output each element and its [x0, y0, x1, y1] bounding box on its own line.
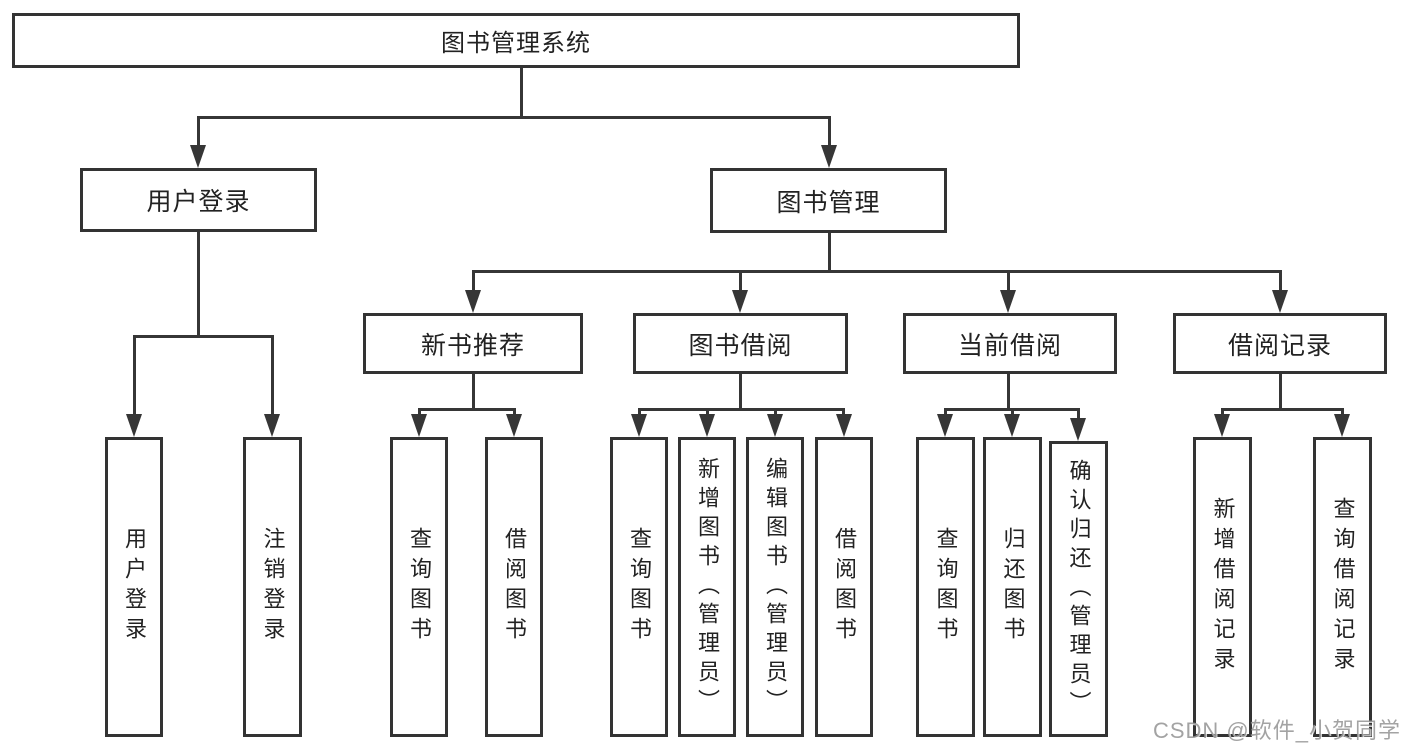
- node-label: 借阅记录: [1227, 331, 1332, 360]
- connector-drop-leaf: [774, 408, 777, 416]
- node-leaf-logout: 注销登录: [243, 437, 302, 737]
- node-user-login: 用户登录: [80, 168, 317, 232]
- connector-drop-leaf: [418, 408, 421, 416]
- connector-drop-leaf: [1341, 408, 1344, 416]
- node-label: 注销登录: [260, 527, 286, 647]
- arrowhead-icon: [699, 414, 715, 437]
- connector-drop-borrow-record: [1279, 270, 1282, 292]
- arrowhead-icon: [767, 414, 783, 437]
- connector-drop-user-login: [197, 116, 200, 147]
- node-leaf-bb-add-book-admin: 新增图书（管理员）: [678, 437, 736, 737]
- connector-new-rec-hline: [418, 408, 516, 411]
- node-leaf-cb-return-book: 归还图书: [983, 437, 1042, 737]
- node-leaf-cb-query-book: 查询图书: [916, 437, 975, 737]
- node-label: 新增图书（管理员）: [695, 456, 720, 718]
- node-label: 新增借阅记录: [1210, 497, 1236, 677]
- connector-user-login-stem: [197, 232, 200, 337]
- node-label: 图书管理: [776, 188, 881, 217]
- connector-drop-new-rec: [472, 270, 475, 292]
- node-leaf-cb-confirm-return-admin: 确认归还（管理员）: [1049, 441, 1108, 737]
- node-leaf-user-login: 用户登录: [105, 437, 163, 737]
- connector-root-hline: [197, 116, 831, 119]
- node-label: 用户登录: [122, 527, 147, 647]
- node-label: 确认归还（管理员）: [1066, 458, 1092, 720]
- node-label: 归还图书: [1000, 527, 1026, 647]
- arrowhead-icon: [126, 414, 142, 437]
- arrowhead-icon: [631, 414, 647, 437]
- node-label: 编辑图书（管理员）: [763, 456, 788, 718]
- connector-book-borrow-stem: [739, 374, 742, 410]
- connector-drop-current-borrow: [1007, 270, 1010, 292]
- node-leaf-br-add-record: 新增借阅记录: [1193, 437, 1252, 737]
- node-label: 用户登录: [146, 188, 251, 216]
- connector-drop-book-borrow: [739, 270, 742, 292]
- connector-new-rec-stem: [472, 374, 475, 410]
- connector-drop-leaf: [944, 408, 947, 416]
- node-leaf-nr-query-book: 查询图书: [390, 437, 448, 737]
- node-current-borrow: 当前借阅: [903, 313, 1117, 374]
- node-new-book-rec: 新书推荐: [363, 313, 583, 374]
- arrowhead-icon: [1272, 290, 1288, 313]
- arrowhead-icon: [264, 414, 280, 437]
- arrowhead-icon: [821, 145, 837, 168]
- arrowhead-icon: [465, 290, 481, 313]
- node-book-borrow: 图书借阅: [633, 313, 848, 374]
- node-label: 借阅图书: [832, 527, 857, 647]
- connector-drop-leaf: [133, 335, 136, 415]
- node-label: 查询图书: [627, 527, 652, 647]
- node-label: 查询借阅记录: [1330, 497, 1356, 677]
- node-label: 当前借阅: [957, 331, 1062, 360]
- node-leaf-br-query-record: 查询借阅记录: [1313, 437, 1372, 737]
- connector-book-mgmt-stem: [828, 233, 831, 272]
- node-borrow-record: 借阅记录: [1173, 313, 1387, 374]
- node-leaf-bb-query-book: 查询图书: [610, 437, 668, 737]
- arrowhead-icon: [836, 414, 852, 437]
- connector-drop-leaf: [1077, 408, 1080, 420]
- node-leaf-bb-borrow-book: 借阅图书: [815, 437, 873, 737]
- connector-drop-leaf: [1221, 408, 1224, 416]
- node-root-label: 图书管理系统: [441, 30, 591, 57]
- arrowhead-icon: [732, 290, 748, 313]
- node-label: 图书借阅: [688, 331, 793, 360]
- connector-drop-book-mgmt: [828, 116, 831, 147]
- arrowhead-icon: [937, 414, 953, 437]
- connector-drop-leaf: [513, 408, 516, 416]
- node-leaf-nr-borrow-book: 借阅图书: [485, 437, 543, 737]
- arrowhead-icon: [1070, 418, 1086, 441]
- node-label: 新书推荐: [420, 331, 525, 360]
- arrowhead-icon: [1334, 414, 1350, 437]
- connector-borrow-record-stem: [1279, 374, 1282, 410]
- arrowhead-icon: [1000, 290, 1016, 313]
- arrowhead-icon: [506, 414, 522, 437]
- connector-drop-leaf: [638, 408, 641, 416]
- node-book-mgmt: 图书管理: [710, 168, 947, 233]
- connector-drop-leaf: [706, 408, 709, 416]
- connector-root-stem: [520, 68, 523, 119]
- node-root: 图书管理系统: [12, 13, 1020, 68]
- arrowhead-icon: [190, 145, 206, 168]
- connector-drop-leaf: [1011, 408, 1014, 416]
- connector-book-mgmt-hline: [472, 270, 1282, 273]
- connector-drop-leaf: [842, 408, 845, 416]
- connector-book-borrow-hline: [638, 408, 845, 411]
- node-label: 查询图书: [933, 527, 959, 647]
- connector-user-login-hline: [133, 335, 274, 338]
- node-leaf-bb-edit-book-admin: 编辑图书（管理员）: [746, 437, 804, 737]
- node-label: 查询图书: [407, 527, 432, 647]
- arrowhead-icon: [1004, 414, 1020, 437]
- connector-borrow-record-hline: [1221, 408, 1344, 411]
- node-label: 借阅图书: [502, 527, 527, 647]
- connector-current-borrow-stem: [1007, 374, 1010, 410]
- arrowhead-icon: [411, 414, 427, 437]
- watermark: CSDN @软件_小贺同学: [1152, 718, 1401, 743]
- arrowhead-icon: [1214, 414, 1230, 437]
- connector-drop-leaf: [271, 335, 274, 415]
